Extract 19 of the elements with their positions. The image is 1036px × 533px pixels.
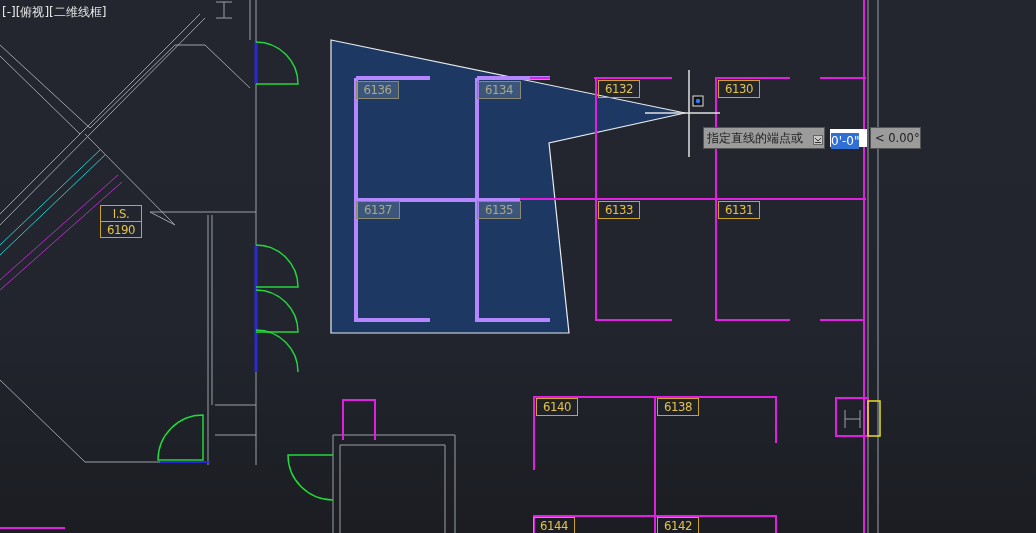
room-tag: 6137	[356, 201, 400, 219]
prompt-text: 指定直线的端点或	[707, 131, 803, 145]
room-tag: 6142	[657, 517, 699, 533]
room-tag: 6138	[657, 398, 699, 416]
room-tag: 6135	[477, 201, 521, 219]
viewport-label: [-][俯视][二维线框]	[2, 5, 107, 20]
room-name: I.S.	[111, 206, 131, 221]
room-tag: 6131	[718, 201, 760, 219]
room-tag: 6134	[477, 81, 521, 99]
room-tag: 6140	[536, 398, 578, 416]
angle-field: < 0.00°	[870, 127, 921, 149]
input-field: 0'-0"	[830, 129, 867, 147]
room-number: 6190	[101, 221, 141, 237]
room-tag: 6132	[598, 80, 640, 98]
room-tag: 6130	[718, 80, 760, 98]
room-tag: 6136	[356, 81, 399, 99]
room-tag: 6133	[598, 201, 640, 219]
room-tag: 6144	[533, 517, 575, 533]
room-tag	[100, 205, 142, 238]
